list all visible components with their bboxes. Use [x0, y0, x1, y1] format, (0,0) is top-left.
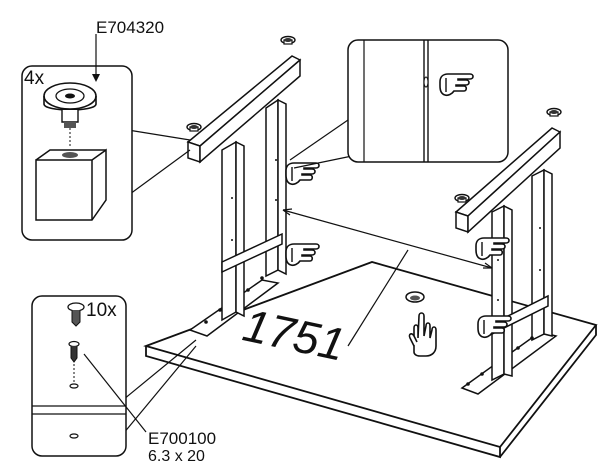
screw-size: 6.3 x 20 — [148, 448, 205, 464]
screw-quantity: 10x — [86, 300, 117, 321]
door-detail-inset — [289, 39, 509, 169]
foot-quantity: 4x — [24, 68, 45, 89]
screw-part-code: E700100 — [148, 429, 216, 448]
right-frame — [454, 127, 562, 395]
table-top — [143, 261, 598, 459]
right-frame-screws — [466, 227, 541, 386]
foot-detail-inset — [21, 34, 191, 241]
dimension-line — [282, 208, 493, 347]
left-frame-screws — [204, 159, 277, 324]
foot-part-code: E704320 — [96, 18, 164, 37]
left-frame — [186, 55, 302, 337]
hand-pointing-right-icon — [285, 243, 320, 267]
screw-detail-inset — [31, 295, 197, 457]
